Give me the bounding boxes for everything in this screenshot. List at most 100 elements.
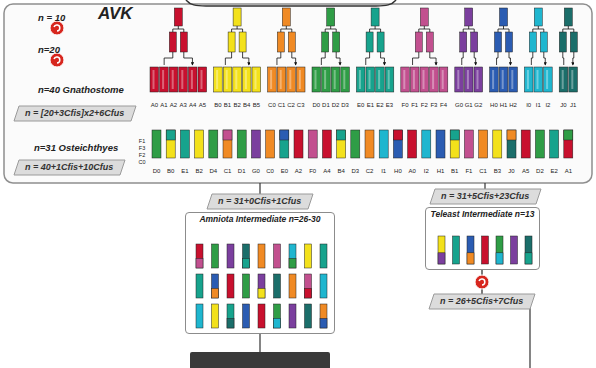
gene-label: I2: [424, 168, 429, 174]
label-wrap: C1: [224, 160, 232, 176]
fusion-segment: [393, 130, 402, 140]
gene-label: E1: [181, 168, 188, 174]
gene-label: H1: [500, 102, 508, 108]
gene-bar: [305, 274, 312, 298]
gene-label: G0: [455, 102, 463, 108]
gene-bar: [274, 304, 281, 328]
gene-bar: [227, 274, 234, 298]
label-wrap: B3: [494, 160, 501, 176]
gene-label: A0: [151, 102, 158, 108]
gene-label: D0: [153, 168, 161, 174]
label-wrap: F1: [411, 94, 418, 110]
gene-bar: [430, 67, 439, 92]
label-wrap: A0: [151, 94, 158, 110]
label-wrap: B0: [214, 94, 221, 110]
gene-label: B3: [494, 168, 501, 174]
gene-label: A1: [565, 168, 572, 174]
gene-label: C3: [297, 102, 305, 108]
duplication-bracket: [325, 26, 336, 32]
gene-bar: [180, 32, 187, 52]
marker-glyph: [479, 279, 485, 285]
gene-label: D2: [332, 102, 340, 108]
gene-bar: [289, 274, 296, 298]
gene-label: C0: [266, 168, 274, 174]
gene-bar-highlight: [527, 70, 529, 89]
genome-title: Teleast Intermediate n=13: [430, 210, 535, 220]
gene-bar: [266, 130, 275, 158]
label-wrap: E0: [281, 160, 288, 176]
label-wrap: F2: [421, 94, 428, 110]
label-wrap: F1: [139, 130, 145, 146]
gene-bar-highlight: [511, 70, 513, 89]
fusion-segment: [223, 130, 232, 140]
gene-bar: [288, 32, 295, 52]
label-wrap: F0: [309, 160, 316, 176]
gene-bar: [179, 67, 188, 92]
gene-bar: [169, 67, 178, 92]
gene-label: F3: [430, 102, 437, 108]
duplication-arrow: [531, 52, 545, 65]
label-wrap: G2: [474, 94, 482, 110]
gene-label: B5: [253, 102, 260, 108]
gene-bar-highlight: [270, 70, 272, 89]
gene-bar: [436, 130, 445, 158]
fusion-segment: [337, 130, 346, 140]
gene-bar: [393, 130, 402, 158]
label-wrap: B2: [195, 160, 202, 176]
label-wrap: A2: [170, 94, 177, 110]
gene-bar: [379, 130, 388, 158]
marker-circle: [475, 275, 489, 289]
gene-bar: [274, 274, 281, 298]
label-wrap: B4: [337, 160, 344, 176]
duplication-arrow: [462, 52, 476, 65]
gene-bar: [251, 130, 260, 158]
label-wrap: D2: [536, 160, 544, 176]
gene-bar-highlight: [245, 70, 247, 89]
gene-bar-highlight: [289, 70, 291, 89]
figure-title: AVK: [98, 4, 133, 23]
fusion-segment: [525, 253, 532, 264]
gene-bar: [188, 67, 197, 92]
formula-box: n = 31+0Cfis+1Cfus: [207, 194, 313, 209]
gene-label: F0: [402, 102, 409, 108]
duplication-arrow: [413, 52, 437, 65]
fusion-segment: [196, 258, 203, 268]
gene-bar: [289, 244, 296, 268]
label-wrap: A2: [295, 160, 302, 176]
label-wrap: B2: [233, 94, 240, 110]
label-wrap: I1: [381, 160, 386, 176]
fusion-segment: [227, 318, 234, 328]
label-wrap: B4: [243, 94, 250, 110]
gene-bar: [474, 67, 483, 92]
fusion-segment: [280, 130, 289, 140]
label-wrap: I2: [545, 94, 550, 110]
duplication-bracket: [463, 26, 474, 32]
gene-bar: [377, 32, 384, 52]
gene-bar: [496, 236, 503, 264]
gene-label: A5: [199, 102, 206, 108]
formula-outline: [207, 194, 313, 209]
label-wrap: F0: [402, 94, 409, 110]
label-wrap: E1: [367, 94, 374, 110]
fusion-segment: [305, 288, 312, 298]
gene-bar: [150, 67, 159, 92]
gene-bar: [333, 32, 340, 52]
ploidy-label: n=31 Osteichthyes: [34, 142, 118, 153]
label-wrap: C2: [287, 94, 295, 110]
label-wrap: C0: [138, 151, 145, 167]
gene-label: F4: [440, 102, 447, 108]
gene-bar: [243, 244, 250, 268]
gene-label: E2: [550, 168, 557, 174]
gene-bar: [467, 236, 474, 264]
duplication-bracket: [232, 26, 243, 32]
title-wrap: AVK: [98, 5, 133, 22]
gene-bar: [258, 304, 265, 328]
gene-bar: [322, 130, 331, 158]
duplication-bracket: [498, 26, 509, 32]
fusion-segment: [258, 288, 265, 298]
gene-bar-highlight: [413, 70, 415, 89]
gene-bar: [493, 130, 502, 158]
label-wrap: H0: [490, 94, 498, 110]
gene-label: C0: [268, 102, 276, 108]
gene-bar-highlight: [502, 70, 504, 89]
